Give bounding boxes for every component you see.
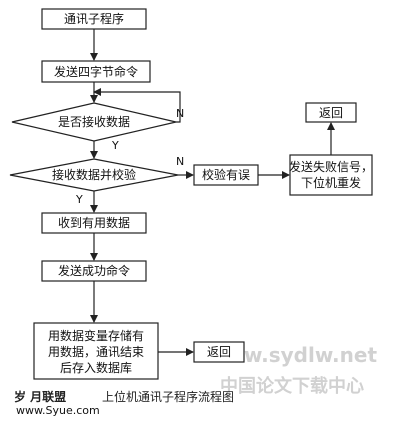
arrow-no-loop	[93, 88, 181, 123]
caption-prefix: 岁 月联盟	[14, 389, 66, 404]
valid-data-label: 收到有用数据	[58, 215, 130, 230]
success-command-label: 发送成功命令	[58, 263, 130, 278]
return-top-box	[305, 102, 357, 123]
store-data-line1: 用数据变量存储有	[48, 328, 144, 343]
store-data-line2: 用数据，通讯结束	[48, 344, 144, 359]
return-bottom-box	[193, 341, 245, 363]
store-data-line3: 后存入数据库	[60, 360, 132, 375]
fail-signal-line2: 下位机重发	[301, 175, 361, 190]
send-command-label: 发送四字节命令	[54, 64, 138, 79]
no-label-2: N	[176, 155, 184, 168]
verify-decision-label: 接收数据并校验	[52, 167, 136, 182]
verify-error-label: 校验有误	[202, 167, 250, 182]
caption-title: 上位机通讯子程序流程图	[102, 389, 234, 404]
receive-decision-label: 是否接收数据	[58, 114, 130, 129]
fail-signal-line1: 发送失败信号，	[289, 159, 373, 174]
start-label: 通讯子程序	[64, 11, 124, 26]
watermark-text: 中国论文下载中心	[220, 375, 364, 397]
fail-signal-box	[289, 154, 373, 196]
send-command-box	[41, 60, 151, 83]
no-label-1: N	[176, 107, 184, 120]
return-top-label: 返回	[319, 106, 343, 120]
yes-label-1: Y	[111, 139, 119, 152]
return-bottom-label: 返回	[207, 345, 231, 359]
yes-label-2: Y	[75, 193, 83, 206]
watermark-small: www.Syue.com	[16, 404, 100, 417]
store-data-box	[33, 322, 159, 380]
